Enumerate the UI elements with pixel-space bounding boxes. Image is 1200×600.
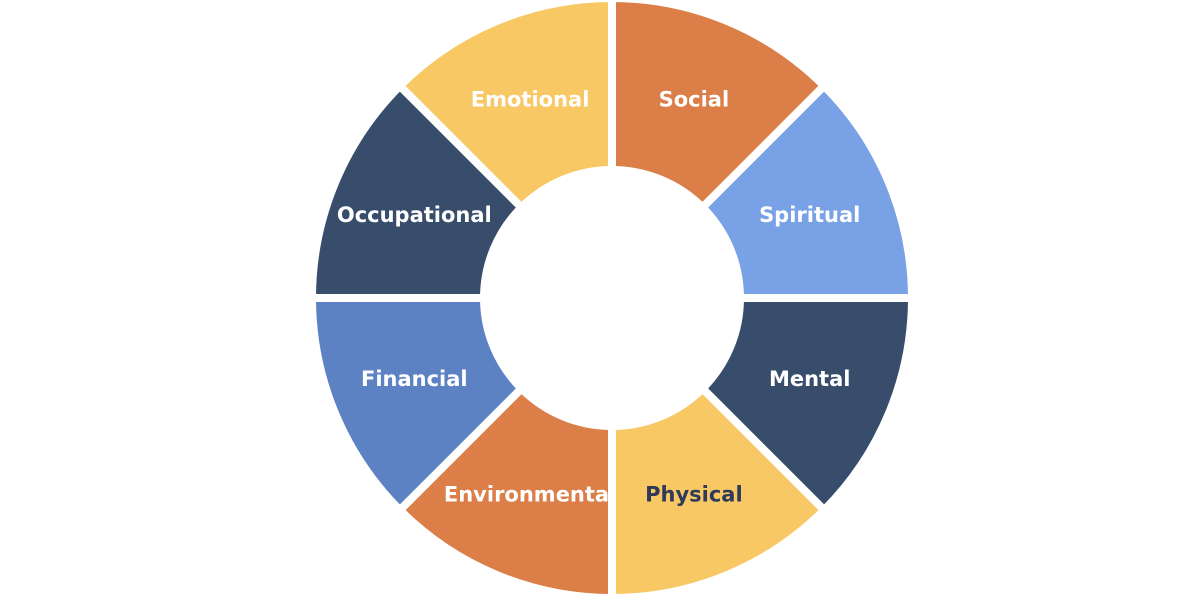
segment-label-emotional: Emotional xyxy=(471,87,590,111)
segment-label-environmental: Environmental xyxy=(444,483,616,507)
segment-label-social: Social xyxy=(659,87,730,111)
segment-label-spiritual: Spiritual xyxy=(759,203,860,227)
segment-label-mental: Mental xyxy=(769,367,851,391)
segment-label-occupational: Occupational xyxy=(337,203,492,227)
segment-label-physical: Physical xyxy=(645,483,743,507)
segment-label-financial: Financial xyxy=(361,367,468,391)
wheel-center xyxy=(484,170,740,426)
